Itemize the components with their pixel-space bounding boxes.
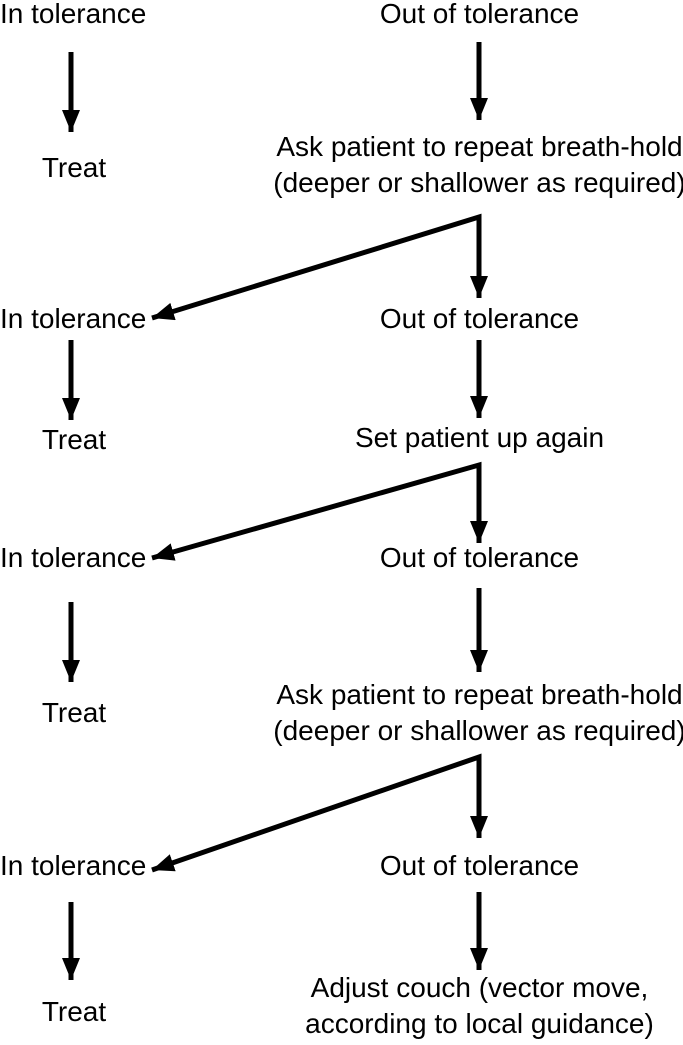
node-out-of-tolerance-1: Out of tolerance: [379, 0, 580, 29]
node-treat-2: Treat: [41, 424, 107, 455]
node-in-tolerance-3: In tolerance: [0, 542, 147, 573]
action-line: (deeper or shallower as required): [273, 715, 683, 746]
node-action-4: Adjust couch (vector move, according to …: [238, 970, 683, 1042]
node-action-3: Ask patient to repeat breath-hold (deepe…: [238, 677, 683, 749]
node-in-tolerance-1: In tolerance: [0, 0, 147, 29]
action-line: Adjust couch (vector move,: [310, 972, 649, 1003]
node-in-tolerance-4: In tolerance: [0, 850, 147, 881]
action-line: Ask patient to repeat breath-hold: [276, 679, 683, 710]
node-treat-1: Treat: [41, 152, 107, 183]
node-treat-3: Treat: [41, 697, 107, 728]
node-out-of-tolerance-4: Out of tolerance: [379, 850, 580, 881]
action-line: according to local guidance): [305, 1008, 654, 1039]
action-line: (deeper or shallower as required): [273, 167, 683, 198]
action-line: Ask patient to repeat breath-hold: [276, 131, 683, 162]
node-out-of-tolerance-3: Out of tolerance: [379, 542, 580, 573]
node-action-2: Set patient up again: [238, 420, 683, 456]
node-in-tolerance-2: In tolerance: [0, 303, 147, 334]
node-out-of-tolerance-2: Out of tolerance: [379, 303, 580, 334]
action-line: Set patient up again: [354, 422, 605, 453]
node-treat-4: Treat: [41, 996, 107, 1027]
node-action-1: Ask patient to repeat breath-hold (deepe…: [238, 129, 683, 201]
